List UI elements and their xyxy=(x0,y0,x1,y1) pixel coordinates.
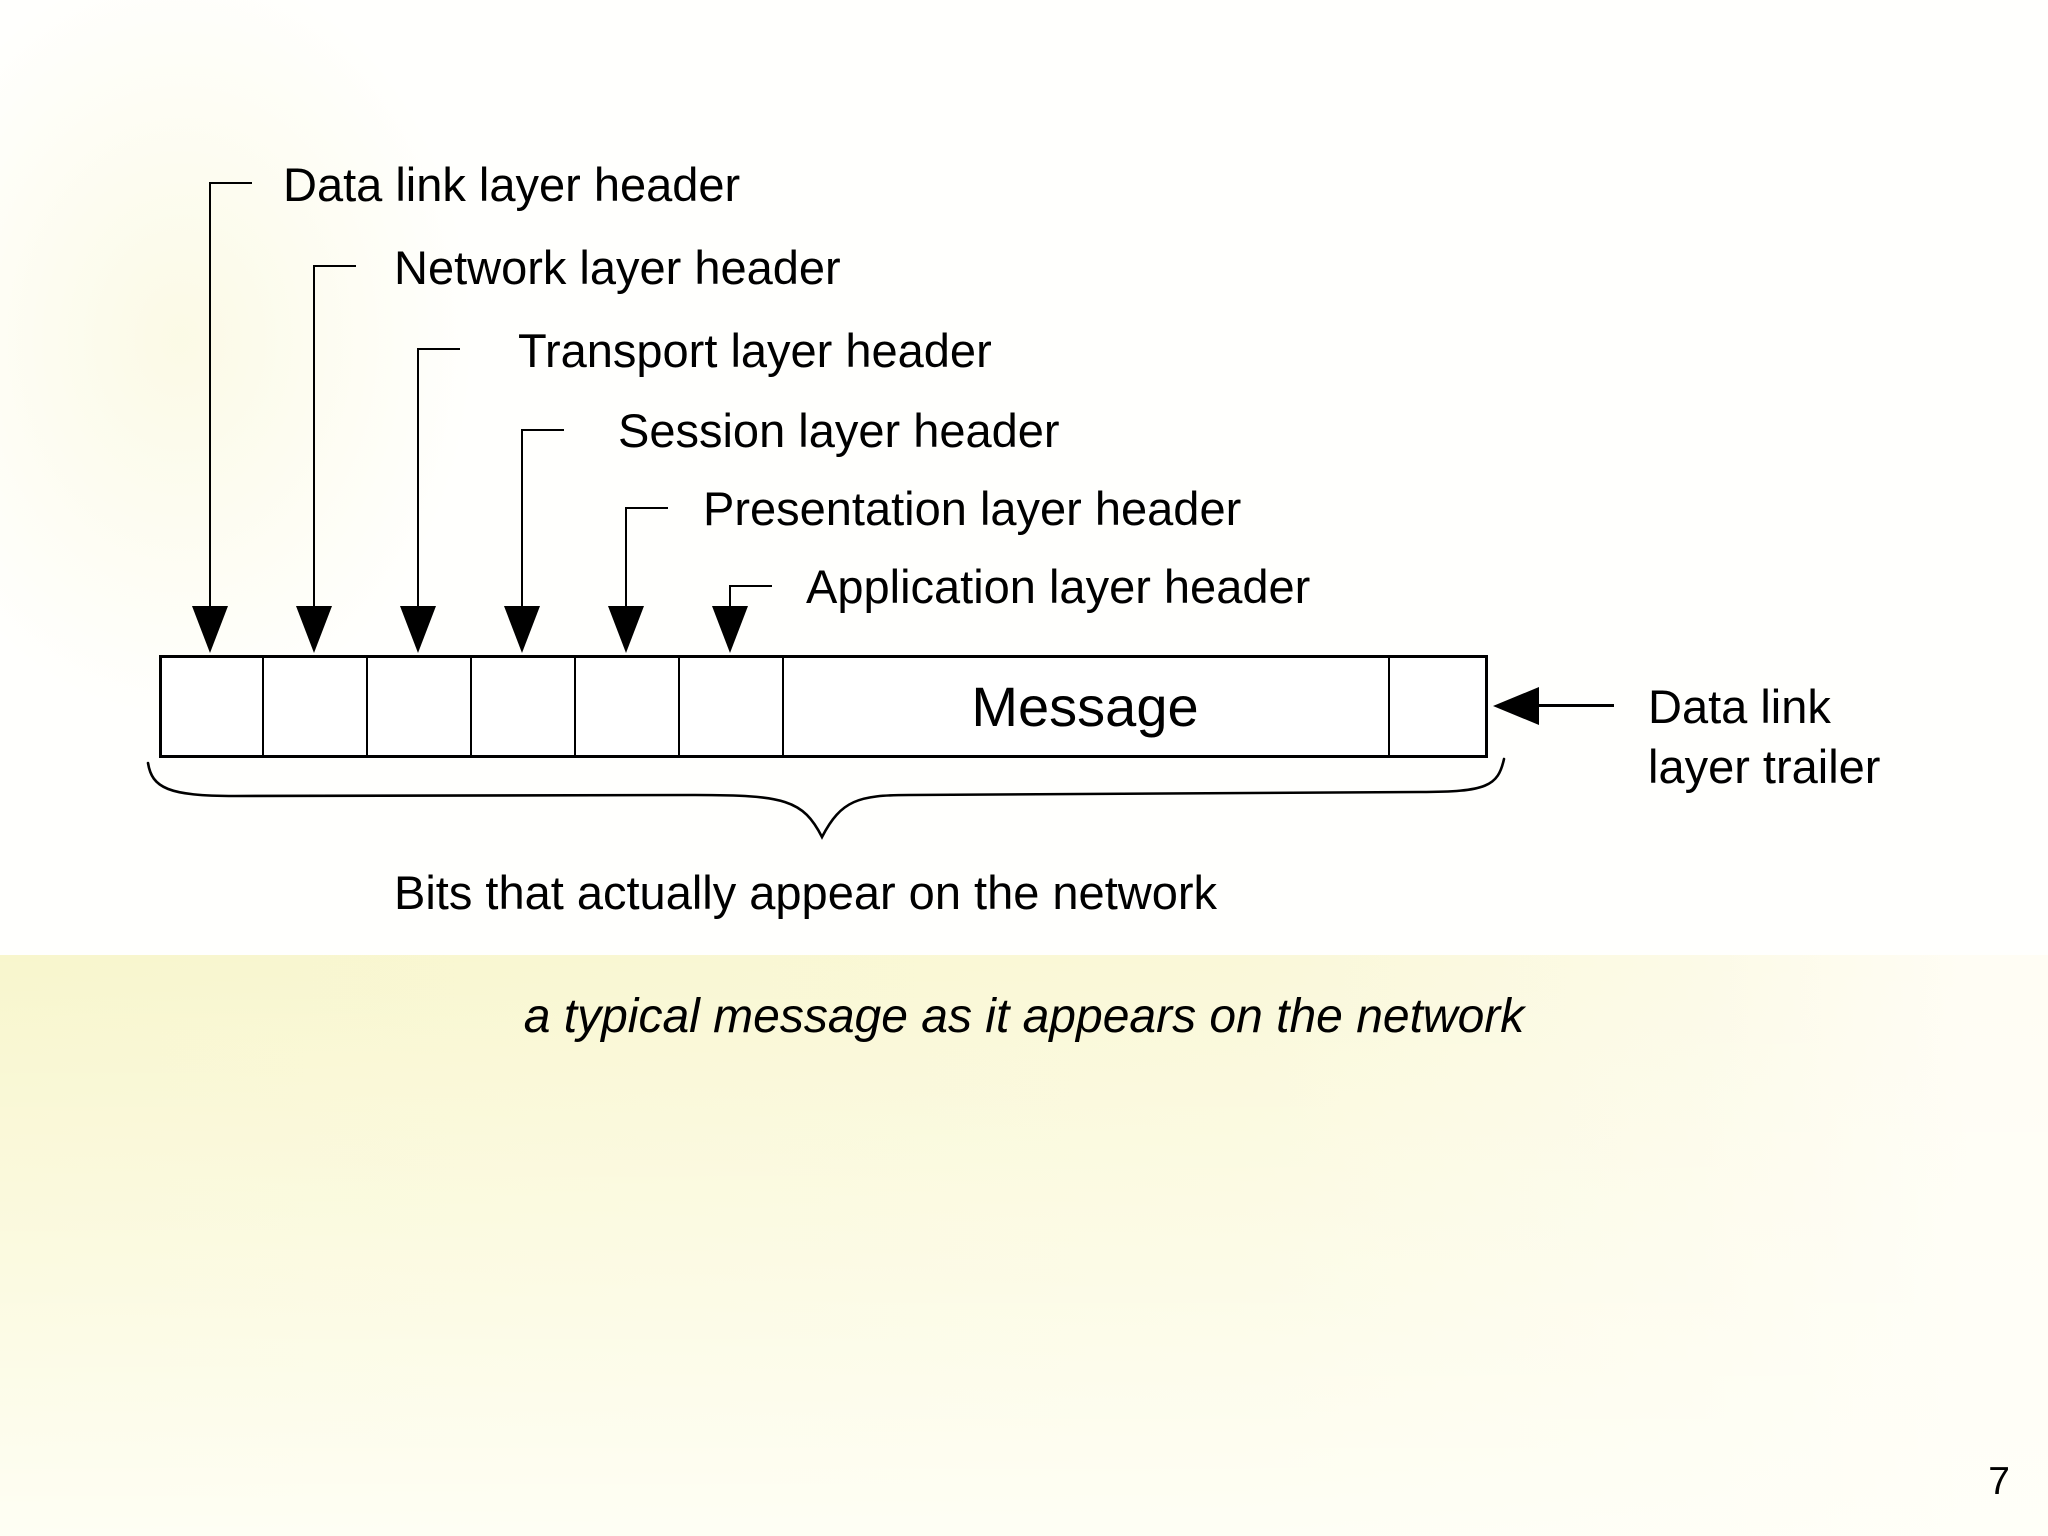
connector-line-transport xyxy=(417,348,419,608)
yellow-band xyxy=(0,955,2048,1536)
page-number: 7 xyxy=(1988,1460,2010,1503)
connector-line-session xyxy=(521,429,523,608)
cell-divider-6 xyxy=(782,658,784,755)
label-session-layer-header: Session layer header xyxy=(618,404,1060,457)
down-arrow-icon-data-link xyxy=(192,606,228,653)
connector-line-application xyxy=(729,585,731,608)
connector-line-presentation xyxy=(625,507,627,608)
connector-tick-application xyxy=(730,585,772,587)
slide-caption: a typical message as it appears on the n… xyxy=(523,990,1525,1043)
cell-divider-1 xyxy=(262,658,264,755)
cell-divider-2 xyxy=(366,658,368,755)
under-brace xyxy=(146,757,1506,840)
message-cell-label: Message xyxy=(971,675,1199,738)
down-arrow-icon-transport xyxy=(400,606,436,653)
label-application-layer-header: Application layer header xyxy=(806,560,1311,613)
label-transport-layer-header: Transport layer header xyxy=(518,324,992,377)
trailer-arrow-tail xyxy=(1536,704,1614,707)
down-arrow-icon-presentation xyxy=(608,606,644,653)
connector-tick-presentation xyxy=(626,507,668,509)
left-arrow-icon-trailer xyxy=(1493,687,1539,725)
connector-tick-session xyxy=(522,429,564,431)
message-bits-box: Message xyxy=(159,655,1488,758)
connector-tick-transport xyxy=(418,348,460,350)
down-arrow-icon-application xyxy=(712,606,748,653)
label-data-link-layer-header: Data link layer header xyxy=(283,158,741,211)
connector-tick-data-link xyxy=(210,182,252,184)
connector-line-network xyxy=(313,265,315,608)
down-arrow-icon-session xyxy=(504,606,540,653)
trailer-label-line2: layer trailer xyxy=(1648,740,1881,793)
label-network-layer-header: Network layer header xyxy=(394,241,841,294)
label-presentation-layer-header: Presentation layer header xyxy=(703,482,1242,535)
cell-divider-5 xyxy=(678,658,680,755)
label-data-link-layer-trailer: Data link layer trailer xyxy=(1648,677,1880,797)
brace-caption: Bits that actually appear on the network xyxy=(394,866,1217,919)
cell-divider-3 xyxy=(470,658,472,755)
connector-tick-network xyxy=(314,265,356,267)
cell-divider-trailer xyxy=(1388,658,1390,755)
connector-line-data-link xyxy=(209,182,211,608)
trailer-label-line1: Data link xyxy=(1648,680,1831,733)
down-arrow-icon-network xyxy=(296,606,332,653)
cell-divider-4 xyxy=(574,658,576,755)
